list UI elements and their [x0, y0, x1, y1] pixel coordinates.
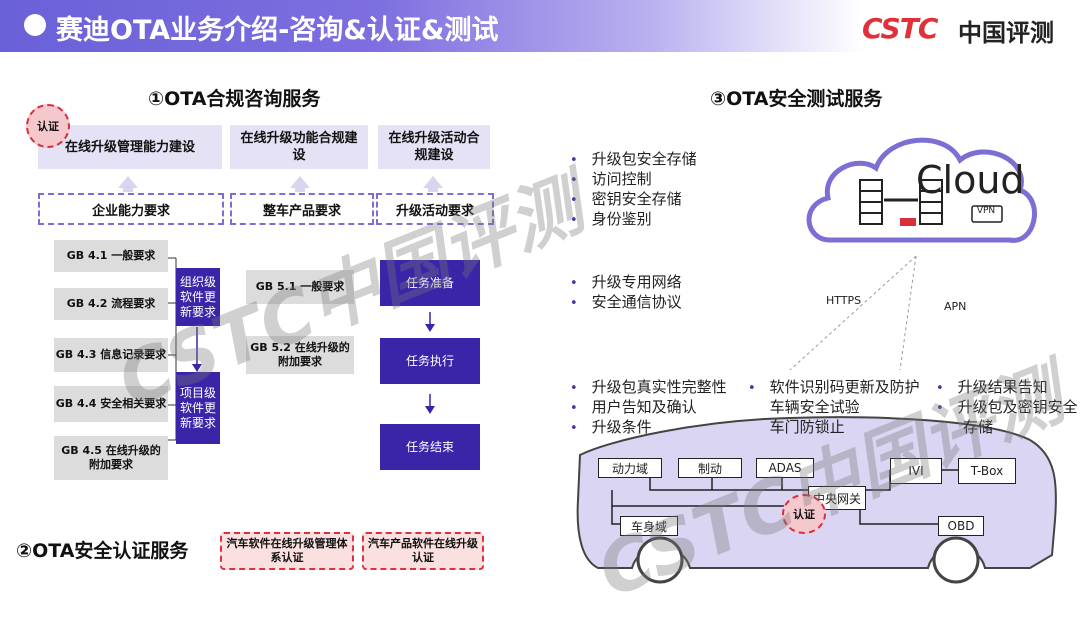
- gb-4-2: GB 4.2 流程要求: [54, 288, 168, 320]
- https-label: HTTPS: [826, 294, 862, 307]
- gb-4-5: GB 4.5 在线升级的附加要求: [54, 436, 168, 480]
- gb-4-3: GB 4.3 信息记录要求: [54, 338, 168, 372]
- vehicle-list-col2: •软件识别码更新及防护 •车辆安全试验 •车门防锁止: [748, 378, 920, 436]
- task-end: 任务结束: [380, 424, 480, 470]
- vpn-label: VPN: [976, 206, 996, 216]
- server-icon: [859, 179, 883, 225]
- req-enterprise: 企业能力要求: [38, 193, 224, 225]
- org-level-box: 组织级软件更新要求: [176, 268, 220, 326]
- obd-port: OBD: [938, 516, 984, 536]
- req-vehicle: 整车产品要求: [230, 193, 374, 225]
- wheel-icon: [636, 536, 684, 584]
- wheel-icon: [932, 536, 980, 584]
- section3-diagram: [576, 137, 1057, 584]
- bullet-dot-icon: [24, 14, 46, 36]
- ivi-unit: IVI: [890, 458, 942, 484]
- gb-5-2: GB 5.2 在线升级的附加要求: [246, 336, 354, 374]
- net-list: •升级专用网络 •安全通信协议: [570, 273, 682, 311]
- cloud-list: •升级包安全存储 •访问控制 •密钥安全存储 •身份鉴别: [570, 150, 697, 228]
- cert-badge: 认证: [26, 104, 70, 148]
- adas-domain: ADAS: [756, 458, 814, 478]
- vpn-icon: [971, 205, 1003, 223]
- top-box-activity: 在线升级活动合规建设: [378, 125, 490, 169]
- section1-title: ①OTA合规咨询服务: [148, 88, 321, 110]
- header-bar: [0, 0, 1080, 52]
- apn-label: APN: [944, 300, 967, 313]
- cert-item-management: 汽车软件在线升级管理体系认证: [220, 532, 354, 570]
- logo-chinese: 中国评测: [958, 19, 1054, 47]
- car-cert-badge: 认证: [782, 494, 826, 534]
- page-title: 赛迪OTA业务介绍-咨询&认证&测试: [56, 15, 499, 46]
- project-level-box: 项目级软件更新要求: [176, 372, 220, 444]
- req-activity: 升级活动要求: [376, 193, 494, 225]
- task-execute: 任务执行: [380, 338, 480, 384]
- section3-title: ③OTA安全测试服务: [710, 88, 883, 110]
- firewall-icon: [900, 218, 916, 226]
- vehicle-list-col3: •升级结果告知 •升级包及密钥安全存储: [936, 378, 1078, 436]
- vehicle-list-col1: •升级包真实性完整性 •用户告知及确认 •升级条件: [570, 378, 727, 436]
- tbox-unit: T-Box: [958, 458, 1016, 484]
- cert-item-product: 汽车产品软件在线升级认证: [362, 532, 484, 570]
- cloud-text: Cloud: [916, 158, 1025, 202]
- section2-title: ②OTA安全认证服务: [16, 540, 189, 562]
- logo-cstc: CSTC: [862, 12, 938, 45]
- gb-5-1: GB 5.1 一般要求: [246, 270, 354, 304]
- body-domain: 车身域: [620, 516, 678, 536]
- task-prepare: 任务准备: [380, 260, 480, 306]
- gb-4-1: GB 4.1 一般要求: [54, 240, 168, 272]
- power-domain: 动力域: [598, 458, 662, 478]
- top-box-function: 在线升级功能合规建设: [230, 125, 368, 169]
- brake-domain: 制动: [678, 458, 742, 478]
- gb-4-4: GB 4.4 安全相关要求: [54, 386, 168, 422]
- server-icon: [919, 179, 943, 225]
